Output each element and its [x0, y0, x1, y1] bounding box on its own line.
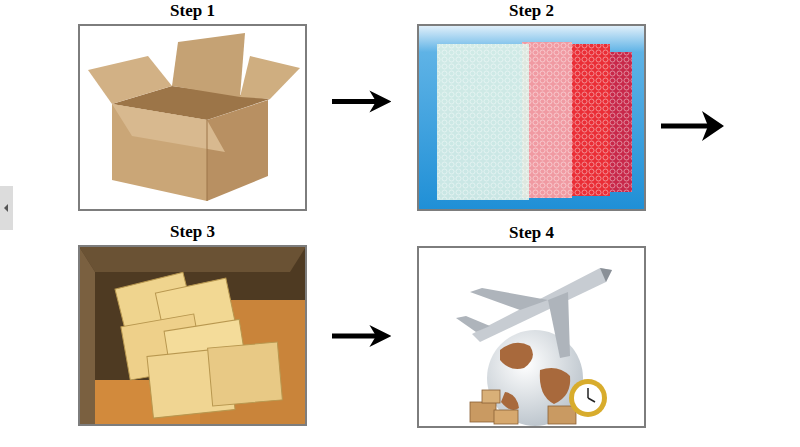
- cardboard-box-picture-part: [207, 120, 208, 201]
- air-shipping-picture-part-part: [494, 410, 518, 424]
- air-shipping-picture-part-part: [482, 390, 500, 403]
- cardboard-box-picture-part: [240, 56, 300, 99]
- cardboard-box-picture-part: [207, 100, 268, 201]
- bubble-bags-picture-part: [566, 44, 610, 196]
- padded-envelopes-picture-part: [78, 245, 95, 426]
- cardboard-box-picture-part: [78, 24, 307, 211]
- padded-envelopes-picture-part: [78, 245, 307, 426]
- air-shipping-picture-part-part: [548, 406, 576, 424]
- bubble-bags-picture: [417, 24, 646, 211]
- air-shipping-picture-part: [548, 292, 570, 358]
- air-shipping-picture-part: [470, 390, 576, 424]
- cardboard-box-picture-part: [88, 56, 172, 104]
- air-shipping-picture-part: [600, 268, 612, 282]
- step-heading: Step 2: [379, 1, 684, 21]
- air-shipping-picture-part: [574, 384, 602, 412]
- cardboard-box-picture-part: [112, 104, 225, 152]
- padded-envelopes-picture: [78, 245, 307, 426]
- bubble-bags-picture-part: [437, 44, 529, 200]
- page-tab: [0, 186, 13, 230]
- page-tab-part: [4, 204, 8, 212]
- bubble-bags-picture-part: [522, 42, 572, 198]
- step-frame: Step 2: [417, 24, 646, 211]
- air-shipping-picture-part: [569, 379, 607, 417]
- flow-arrow: [332, 334, 376, 339]
- bubble-bags-picture-part: [522, 42, 572, 198]
- step-frame: Step 4: [417, 246, 646, 428]
- step-heading: Step 3: [40, 222, 345, 242]
- bubble-bags-picture-part: [566, 44, 610, 196]
- air-shipping-picture-part: [540, 368, 570, 404]
- step-heading: Step 1: [40, 1, 345, 21]
- air-shipping-picture: [417, 246, 646, 428]
- step-heading: Step 4: [379, 223, 684, 243]
- cardboard-box-picture: [78, 24, 307, 211]
- page-tab-part: [0, 186, 13, 230]
- padded-envelopes-picture-part-part: [208, 342, 283, 406]
- continuation-arrow-part: [661, 124, 708, 129]
- air-shipping-picture-part: [501, 392, 519, 410]
- air-shipping-picture-part: [470, 288, 548, 310]
- air-shipping-picture-part: [588, 398, 595, 402]
- continuation-arrow-part: [702, 111, 724, 141]
- air-shipping-picture-part: [587, 388, 589, 398]
- step-frame: Step 3: [78, 245, 307, 426]
- air-shipping-picture-part-part: [470, 402, 496, 422]
- bubble-bags-picture-part: [417, 24, 646, 211]
- bubble-bags-picture-part: [437, 44, 529, 200]
- air-shipping-picture-part: [456, 316, 490, 332]
- air-shipping-picture-part: [417, 246, 646, 428]
- padded-envelopes-picture-part: [115, 272, 282, 418]
- air-shipping-picture-part: [500, 343, 533, 369]
- flow-arrow: [332, 99, 376, 104]
- continuation-arrow: [661, 111, 724, 141]
- air-shipping-picture-part: [472, 268, 612, 342]
- cardboard-box-picture-part: [172, 33, 245, 97]
- step-frame: Step 1: [78, 24, 307, 211]
- padded-envelopes-picture-part: [78, 245, 307, 272]
